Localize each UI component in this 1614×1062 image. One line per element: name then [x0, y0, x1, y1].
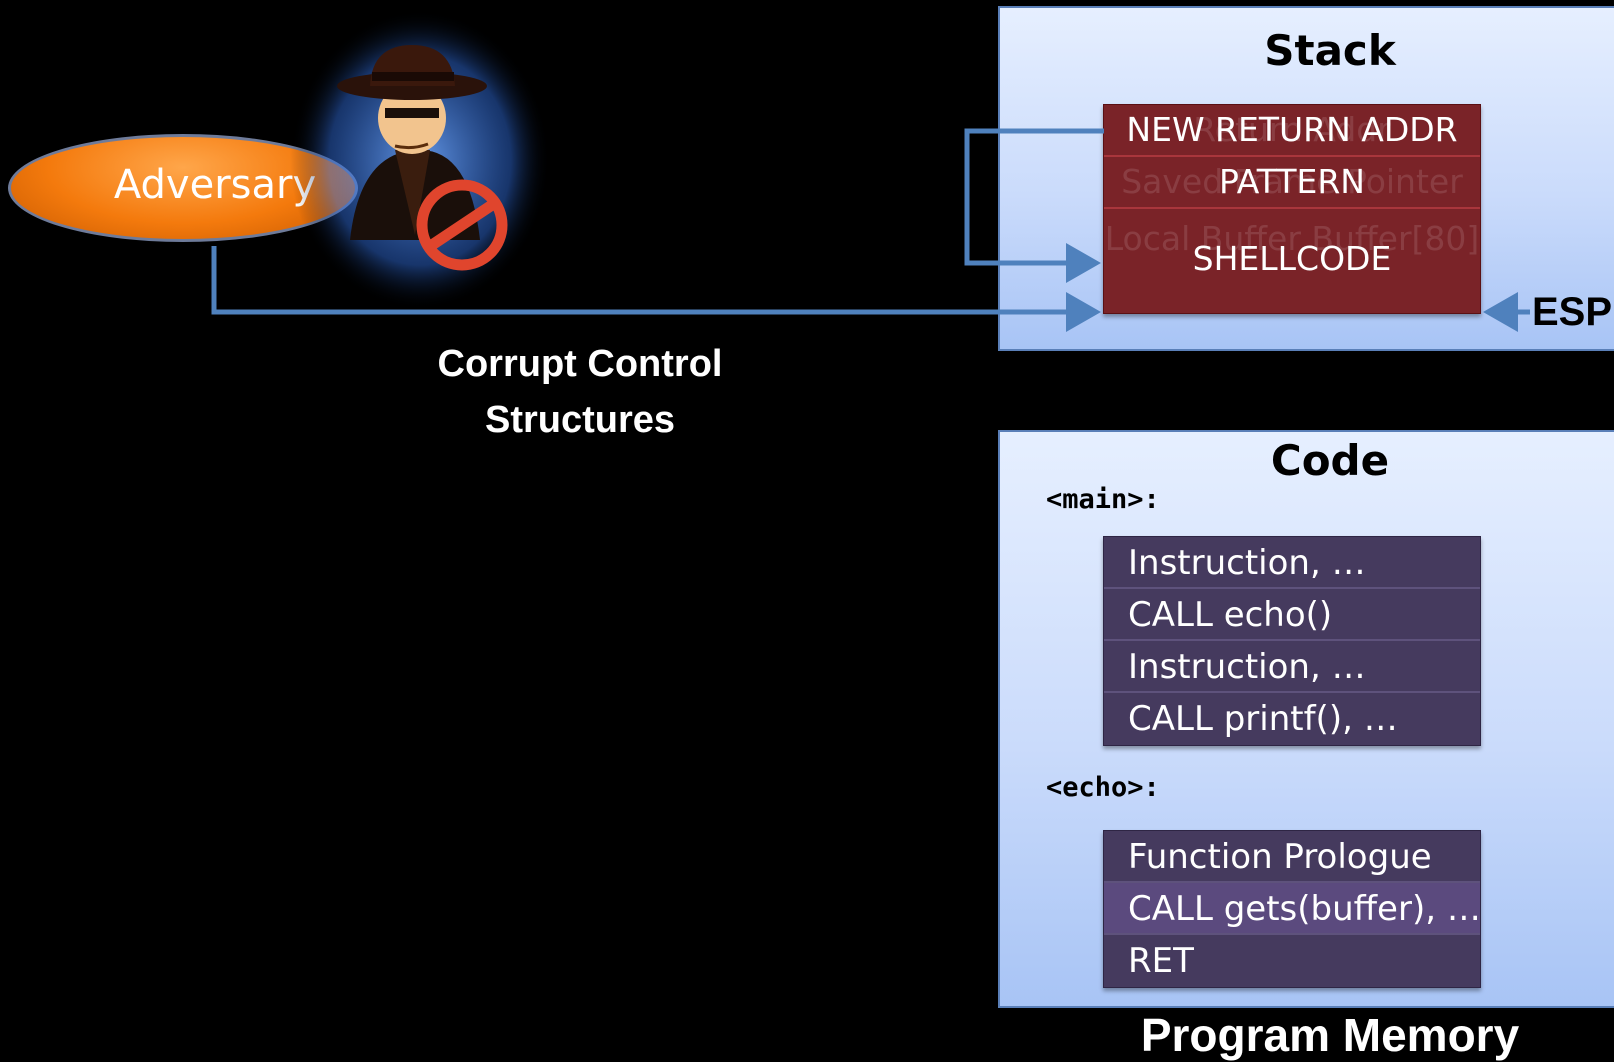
- stack-row-label: SHELLCODE: [1192, 239, 1392, 278]
- stack-row-label: PATTERN: [1218, 162, 1365, 201]
- caption-line2: Structures: [484, 399, 676, 441]
- stack-panel: Stack Return Addr NEW RETURN ADDR Saved …: [998, 6, 1614, 351]
- adversary-to-buffer-arrow: [211, 246, 1101, 332]
- stack-frame: Return Addr NEW RETURN ADDR Saved Frame …: [1103, 104, 1481, 314]
- main-code-block: Instruction, … CALL echo() Instruction, …: [1103, 536, 1481, 746]
- stack-row-label: NEW RETURN ADDR: [1126, 110, 1458, 149]
- caption-line1: Corrupt Control: [437, 343, 723, 385]
- main-label: <main>:: [1046, 484, 1160, 515]
- program-memory-title: Program Memory: [1140, 1009, 1520, 1061]
- adversary-label: Adversary: [113, 162, 317, 208]
- stack-title: Stack: [1264, 26, 1396, 75]
- echo-code-block: Function Prologue CALL gets(buffer), … R…: [1103, 830, 1481, 988]
- code-row: CALL printf(), …: [1128, 699, 1398, 739]
- echo-label: <echo>:: [1046, 772, 1160, 803]
- code-row-highlighted: CALL gets(buffer), …: [1104, 883, 1480, 935]
- stack-row-frame-pointer: Saved Frame Pointer PATTERN: [1104, 157, 1480, 209]
- code-row: CALL echo(): [1104, 589, 1480, 641]
- code-row: Function Prologue: [1104, 831, 1480, 883]
- stack-row-buffer: Local Buffer Buffer[80] SHELLCODE: [1104, 209, 1480, 313]
- esp-label: ESP: [1532, 290, 1613, 334]
- code-row: Instruction, …: [1104, 641, 1480, 693]
- code-title: Code: [1270, 436, 1390, 485]
- code-panel: Code <main>: Instruction, … CALL echo() …: [998, 430, 1614, 1008]
- code-row: RET: [1128, 941, 1194, 981]
- code-row: Instruction, …: [1104, 537, 1480, 589]
- attack-caption: Corrupt Control Structures: [390, 336, 770, 448]
- stack-row-return-addr: Return Addr NEW RETURN ADDR: [1104, 105, 1480, 157]
